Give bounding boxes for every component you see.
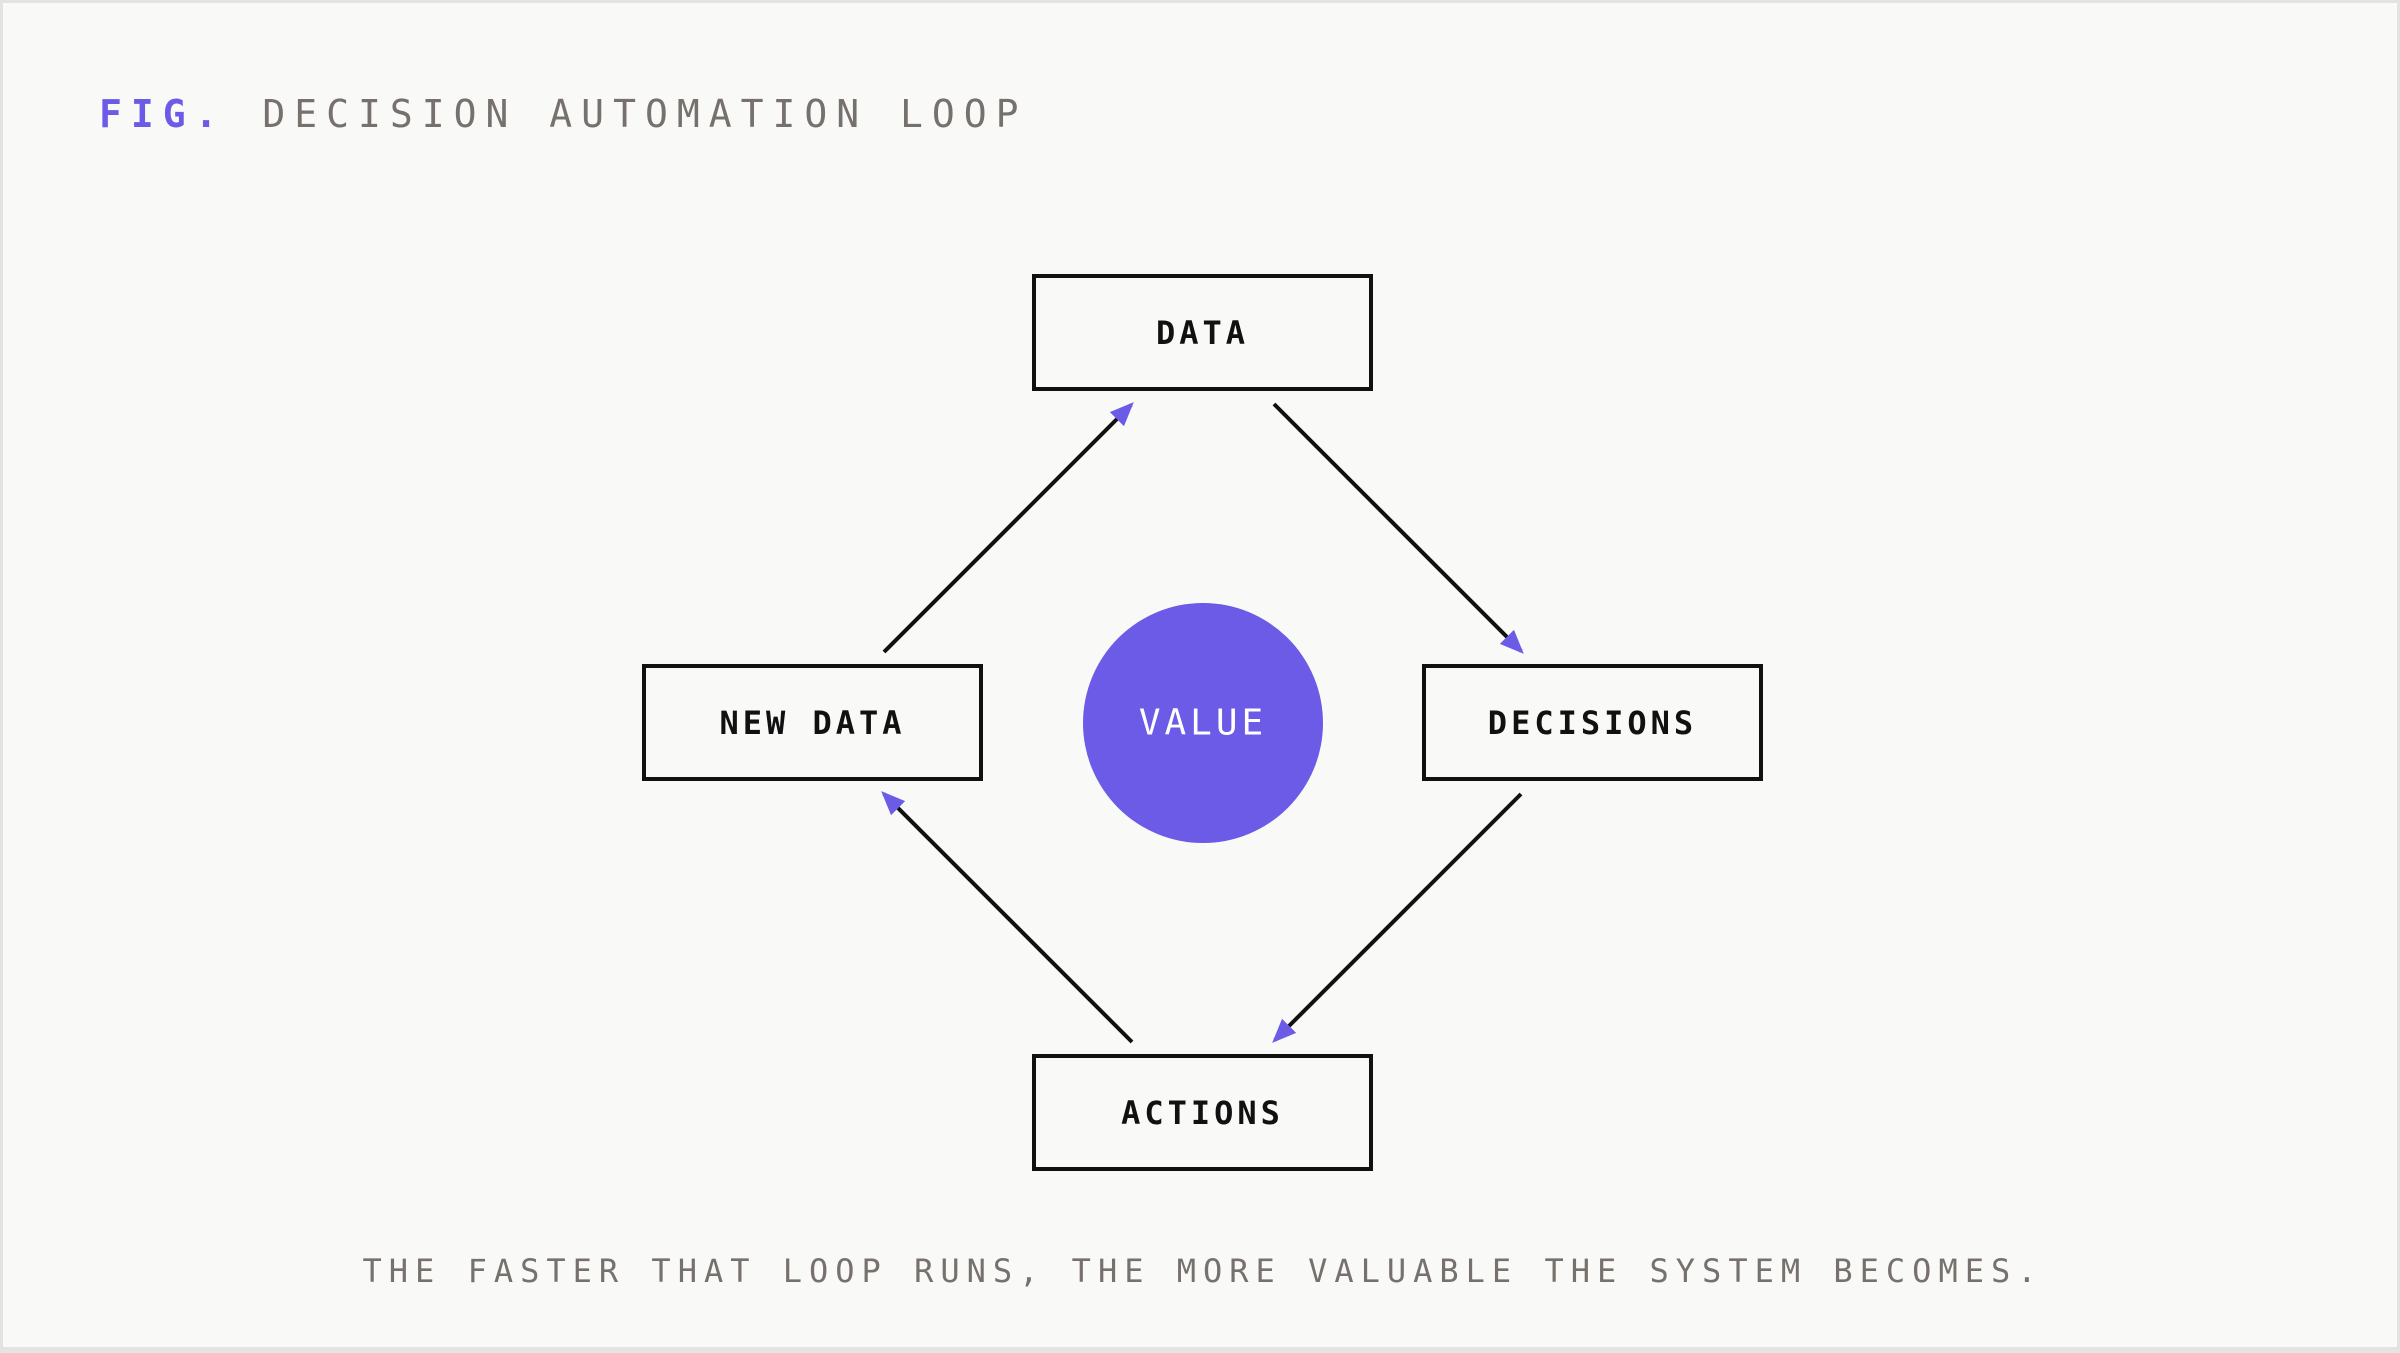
figure-prefix: FIG.	[99, 92, 227, 136]
value-label: VALUE	[1139, 703, 1267, 744]
node-new-data-label: NEW DATA	[719, 704, 905, 742]
node-data-label: DATA	[1156, 314, 1249, 352]
center-value: VALUE	[1083, 603, 1323, 843]
node-decisions-label: DECISIONS	[1488, 704, 1697, 742]
edge-data-to-decisions	[1272, 402, 1524, 654]
edge-decisions-to-actions	[1272, 792, 1523, 1043]
node-actions-label: ACTIONS	[1121, 1094, 1284, 1132]
node-data: DATA	[1032, 274, 1373, 391]
node-actions: ACTIONS	[1032, 1054, 1373, 1171]
edge-actions-to-new-data	[881, 791, 1134, 1044]
figure-caption: THE FASTER THAT LOOP RUNS, THE MORE VALU…	[362, 1252, 2044, 1290]
figure-title-text: DECISION AUTOMATION LOOP	[262, 92, 1028, 136]
edge-new-data-to-data	[882, 402, 1134, 654]
loop-diagram: DATA DECISIONS ACTIONS NEW DATA VALUE	[642, 274, 1763, 1171]
figure-title: FIG. DECISION AUTOMATION LOOP	[99, 89, 1027, 139]
node-new-data: NEW DATA	[642, 664, 983, 781]
value-circle	[1083, 603, 1323, 843]
node-decisions: DECISIONS	[1422, 664, 1763, 781]
